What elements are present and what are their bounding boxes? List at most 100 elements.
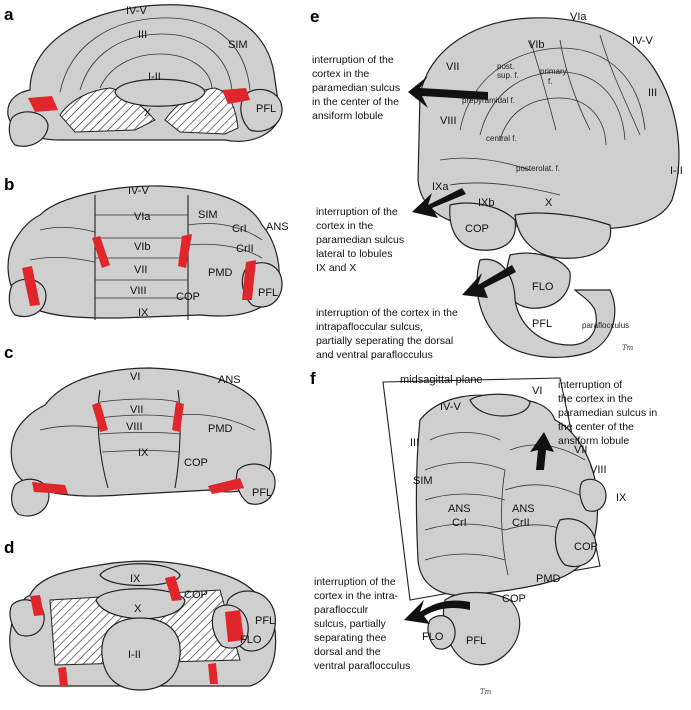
panel-letter-c: c: [4, 343, 13, 362]
flo-f: [427, 615, 456, 650]
lobule-x-d: [95, 588, 186, 620]
panel-a: a IV-V III SIM I-II X PFL: [4, 4, 283, 147]
label-c-pfl: PFL: [252, 487, 272, 499]
fold-f-5: [424, 553, 506, 561]
fold-b-7: [187, 243, 263, 259]
annotation-e-bottom: interruption of the cortex in the intrap…: [316, 307, 461, 361]
label-e-cop: COP: [465, 223, 489, 235]
panel-c: c VI ANS VII VIII PMD IX COP PFL: [4, 343, 276, 517]
arrow-f-bottom: [404, 600, 470, 624]
signature-f: Tm: [480, 688, 492, 696]
label-b-pmd: PMD: [208, 267, 233, 279]
label-c-ix: IX: [138, 447, 149, 459]
fold-a-2: [79, 33, 233, 91]
label-d-ix: IX: [130, 573, 141, 585]
panel-e: e VIb VIa IV-V VII post. sup. f. primary…: [310, 7, 683, 361]
panel-letter-d: d: [4, 538, 14, 557]
label-d-i-ii: I-II: [128, 649, 141, 661]
label-f-pmd: PMD: [536, 573, 561, 585]
fold-f-3: [424, 493, 506, 501]
fold-e-1: [459, 47, 646, 131]
cop-f: [554, 518, 597, 567]
arrow-e-bottom: [462, 265, 516, 298]
red-interruption-c-lateral-left: [32, 482, 68, 494]
annotation-e-middle-line-2: cortex in the: [316, 220, 373, 232]
fold-e-3: [499, 97, 607, 146]
fold-f-4: [424, 523, 506, 531]
arrow-e-middle: [412, 188, 466, 218]
label-f-ans-cri-2: CrI: [452, 517, 467, 529]
label-e-ixa: IXa: [432, 181, 449, 193]
label-b-cri: CrI: [232, 223, 247, 235]
annotation-e-top-line-3: paramedian sulcus: [312, 82, 400, 94]
label-e-i-ii: I-II: [670, 165, 683, 177]
red-interruption-d-left: [30, 595, 44, 616]
label-b-viii: VIII: [130, 285, 147, 297]
label-b-via: VIa: [134, 211, 151, 223]
label-f-ans-cri-1: ANS: [448, 503, 471, 515]
label-c-vi: VI: [130, 371, 140, 383]
red-interruption-a-right: [222, 88, 250, 104]
fold-c-6: [39, 425, 100, 431]
label-d-flo: FLO: [240, 634, 262, 646]
annotation-f-bottom-line-1: interruption of the: [314, 576, 396, 588]
label-b-vii: VII: [134, 264, 147, 276]
label-b-ix: IX: [138, 307, 149, 319]
annotation-e-bottom-line-2: intrapafloccular sulcus,: [316, 321, 423, 333]
red-interruption-d-ix: [165, 576, 182, 601]
label-f-iii: III: [410, 437, 419, 449]
label-e-iii: III: [648, 87, 657, 99]
annotation-f-top-line-3: paramedian sulcus in: [558, 407, 657, 419]
red-interruption-c-right: [172, 402, 184, 432]
fold-e-8: [449, 182, 561, 196]
annotation-e-bottom-line-3: partially seperating the dorsal: [316, 335, 453, 347]
label-e-posterolat: posterolat. f.: [516, 164, 560, 173]
red-interruption-d-flo: [225, 610, 244, 642]
annotation-f-bottom-line-7: ventral paraflocculus: [314, 660, 410, 672]
fold-c-4: [101, 450, 180, 453]
label-d-x: X: [134, 603, 142, 615]
label-a-iv-v: IV-V: [126, 5, 147, 17]
arrow-f-top: [530, 432, 554, 470]
red-interruption-b-vermis-left: [92, 236, 110, 268]
label-e-post-sup-1: post.: [497, 62, 514, 71]
midsagittal-plane-frame: [382, 377, 601, 601]
panel-letter-b: b: [4, 175, 14, 194]
fold-c-1: [99, 398, 179, 403]
lower-folia-e: [514, 212, 612, 259]
red-interruption-d-bottom-right: [208, 663, 218, 684]
annotation-f-top-line-5: ansiform lobule: [558, 435, 629, 447]
panel-letter-e: e: [310, 7, 319, 26]
label-a-iii: III: [138, 29, 147, 41]
fold-a-1: [59, 17, 251, 93]
label-e-x: X: [545, 197, 553, 209]
annotation-e-bottom-line-4: and ventral paraflocculus: [316, 349, 433, 361]
red-interruption-d-bottom-left: [58, 667, 68, 686]
red-interruption-b-lateral-right: [242, 260, 256, 300]
signature-e: Tm: [622, 344, 634, 352]
annotation-e-middle-line-5: IX and X: [316, 262, 356, 274]
red-interruption-b-vermis-right: [178, 234, 192, 268]
label-b-cop: COP: [176, 291, 200, 303]
fold-f-1: [429, 432, 501, 441]
annotation-e-top-line-1: interruption of the: [312, 54, 394, 66]
label-b-pfl: PFL: [258, 287, 278, 299]
fold-c-2: [98, 414, 180, 419]
label-f-sim: SIM: [413, 475, 433, 487]
red-interruption-c-left: [92, 402, 108, 432]
label-c-pmd: PMD: [208, 423, 233, 435]
label-a-i-ii: I-II: [148, 71, 161, 83]
label-e-primary-2: f.: [548, 77, 552, 86]
label-b-iv-v: IV-V: [128, 185, 149, 197]
label-e-flo: FLO: [532, 281, 554, 293]
label-b-sim: SIM: [198, 209, 218, 221]
lobule-i-ii-d: [101, 617, 181, 691]
label-f-midsagittal: midsagittal plane: [400, 374, 483, 386]
label-c-cop: COP: [184, 457, 208, 469]
label-f-flo: FLO: [422, 631, 444, 643]
fold-b-9: [29, 257, 96, 263]
cerebellum-outline-b: [7, 185, 280, 319]
annotation-f-bottom-line-5: separating thee: [314, 632, 387, 644]
label-e-via: VIa: [570, 11, 587, 23]
annotation-e-middle-line-1: interruption of the: [316, 206, 398, 218]
